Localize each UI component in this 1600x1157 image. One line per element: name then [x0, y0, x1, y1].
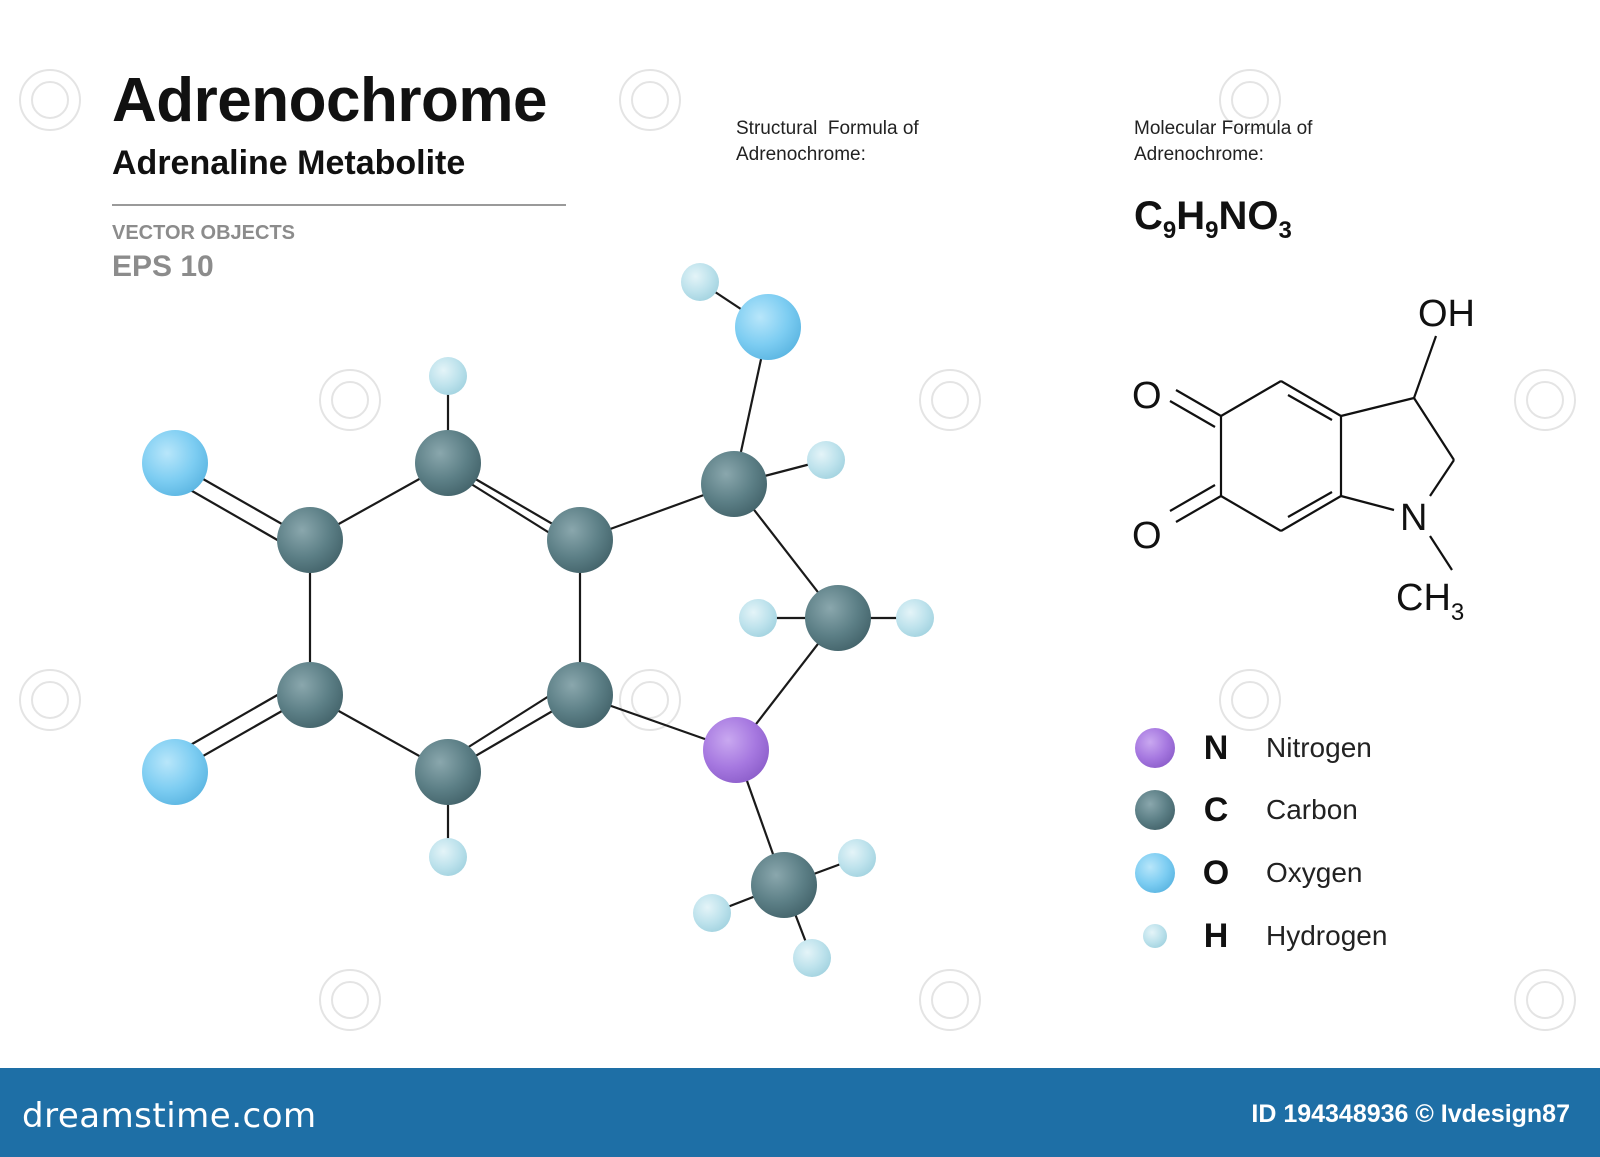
oxygen-atom [142, 739, 208, 805]
page-subtitle: Adrenaline Metabolite [112, 144, 466, 182]
footer-bar [0, 1068, 1600, 1157]
structural-caption-line2: Adrenochrome: [736, 144, 866, 165]
carbon-atom [277, 662, 343, 728]
oxygen-atom [142, 430, 208, 496]
carbon-atom [751, 852, 817, 918]
carbon-atom [547, 662, 613, 728]
legend-item-nitrogen: N Nitrogen [1134, 726, 1372, 770]
hydrogen-atom [681, 263, 719, 301]
molecular-formula-caption: Molecular Formula of Adrenochrome: [1134, 116, 1394, 168]
legend-symbol: O [1202, 853, 1230, 892]
carbonyl-oxygen-bottom-label: O [1132, 515, 1162, 557]
hydrogen-atom [838, 839, 876, 877]
carbon-atom [415, 739, 481, 805]
hydrogen-atom [807, 441, 845, 479]
hydrogen-swatch-icon [1143, 924, 1167, 948]
carbon-atom [277, 507, 343, 573]
legend-item-carbon: C Carbon [1134, 788, 1358, 832]
legend-item-hydrogen: H Hydrogen [1134, 914, 1387, 958]
formula-count-c: 9 [1162, 217, 1177, 244]
nitrogen-label: N [1400, 497, 1427, 539]
carbonyl-oxygen-top-label: O [1132, 375, 1162, 417]
molecular-caption-line2: Adrenochrome: [1134, 144, 1264, 165]
carbon-atom [805, 585, 871, 651]
methyl-label: CH3 [1396, 577, 1464, 626]
structural-formula-caption: Structural Formula of Adrenochrome: [736, 116, 996, 168]
model-bonds [165, 281, 915, 959]
watermark-pattern [19, 69, 1576, 1031]
carbon-atom [701, 451, 767, 517]
structural-formula: OH O O N CH3 [1132, 293, 1475, 626]
structural-bonds [1169, 335, 1455, 571]
hydrogen-atom [429, 838, 467, 876]
molecular-caption-line1: Molecular Formula of [1134, 118, 1313, 139]
model-atoms [142, 263, 934, 977]
carbon-swatch-icon [1135, 790, 1175, 830]
hydroxyl-label: OH [1418, 293, 1475, 335]
oxygen-swatch-icon [1135, 853, 1175, 893]
carbon-atom [415, 430, 481, 496]
nitrogen-atom [703, 717, 769, 783]
structural-caption-line1: Structural Formula of [736, 118, 919, 139]
watermark-swirl-icon [19, 69, 1576, 1031]
formula-element-no: NO [1218, 194, 1279, 238]
hydrogen-atom [693, 894, 731, 932]
hydrogen-atom [739, 599, 777, 637]
legend-symbol: N [1203, 728, 1229, 767]
formula-element-h: H [1176, 194, 1206, 238]
hydrogen-atom [793, 939, 831, 977]
molecular-formula: C9H9NO3 [1134, 196, 1292, 243]
formula-count-h: 9 [1205, 217, 1219, 244]
legend-name: Hydrogen [1266, 920, 1388, 951]
methyl-subscript: 3 [1451, 599, 1464, 626]
methyl-ch: CH [1396, 577, 1451, 619]
legend-name: Oxygen [1266, 857, 1363, 888]
nitrogen-swatch-icon [1135, 728, 1175, 768]
legend-symbol: C [1203, 790, 1229, 829]
legend-name: Carbon [1266, 794, 1358, 825]
legend-item-oxygen: O Oxygen [1134, 851, 1363, 895]
page-title: Adrenochrome [112, 66, 547, 135]
vector-objects-label: VECTOR OBJECTS [112, 222, 295, 244]
carbon-atom [547, 507, 613, 573]
formula-count-o: 3 [1278, 217, 1292, 244]
ball-and-stick-model [142, 263, 934, 977]
footer-brand-link[interactable]: dreamstime.com [22, 1096, 317, 1136]
formula-element-c: C [1134, 194, 1163, 238]
eps-label: EPS 10 [112, 250, 214, 283]
oxygen-atom [735, 294, 801, 360]
legend-symbol: H [1203, 916, 1229, 955]
hydrogen-atom [429, 357, 467, 395]
footer-image-id: ID 194348936 © Ivdesign87 [1251, 1100, 1570, 1128]
legend-name: Nitrogen [1266, 732, 1372, 763]
hydrogen-atom [896, 599, 934, 637]
title-divider [112, 204, 566, 206]
